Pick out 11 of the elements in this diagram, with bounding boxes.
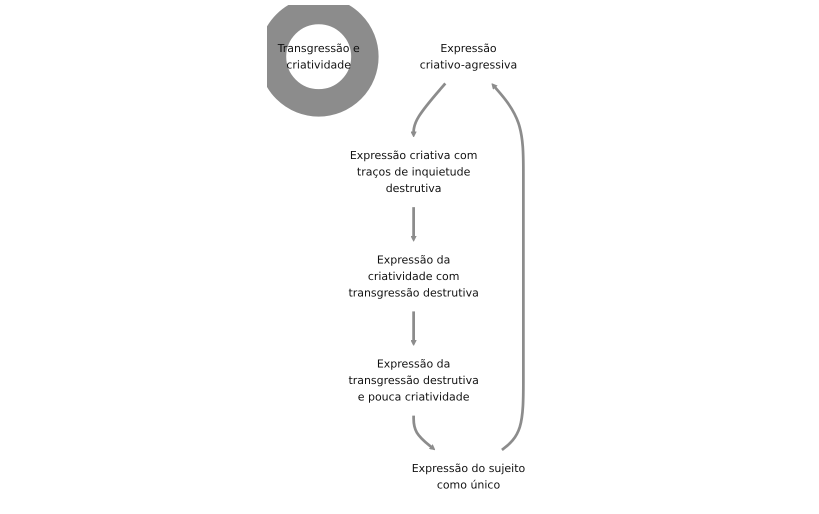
node-circle: Transgressão e criatividade <box>267 5 379 117</box>
arrow <box>410 82 447 138</box>
arrow <box>410 311 417 346</box>
arrow <box>410 207 417 242</box>
node-text: Expressão criativo-agressiva <box>420 42 518 72</box>
arrow <box>412 416 436 450</box>
node-text: Expressão do sujeito como único <box>412 462 526 492</box>
node-text: Expressão da criatividade com transgressão destrutiva <box>348 253 480 300</box>
node-text: Expressão da transgressão destrutiva e pouca criatividade <box>348 357 480 404</box>
arrow <box>492 83 526 452</box>
node-text: Expressão criativa com traços de inquietude destrutiva <box>350 148 478 195</box>
